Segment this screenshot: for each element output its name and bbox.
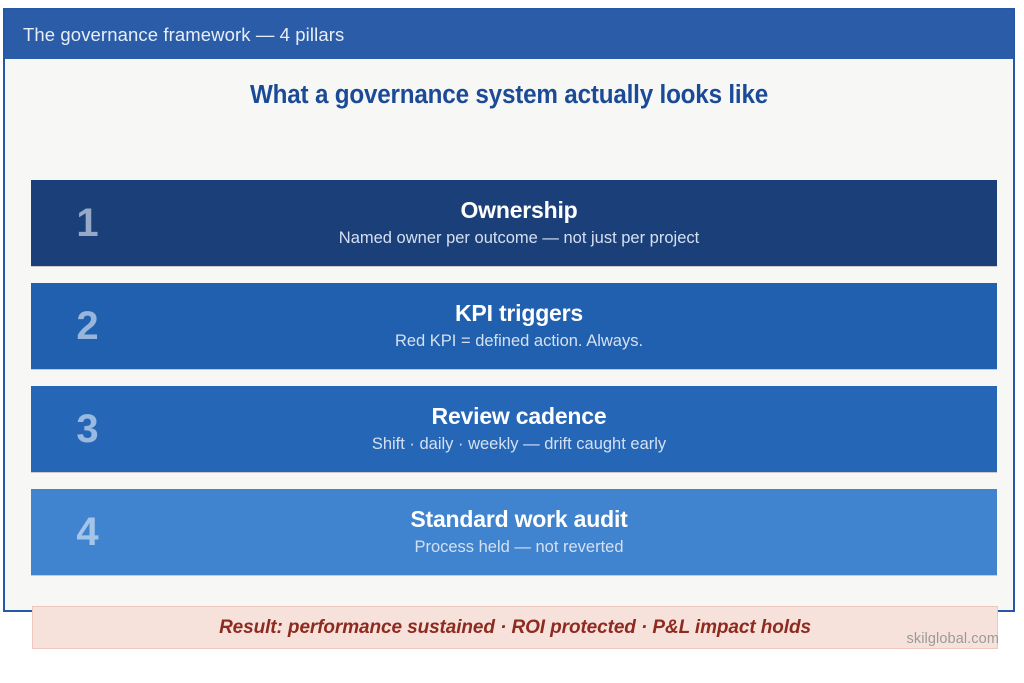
pillar-title-4: Standard work audit (410, 506, 628, 533)
slide-header-bar: The governance framework — 4 pillars (5, 10, 1013, 59)
result-banner: Result: performance sustained · ROI prot… (32, 606, 998, 649)
result-banner-text: Result: performance sustained · ROI prot… (219, 616, 811, 638)
pillar-text-1: Ownership Named owner per outcome — not … (31, 197, 997, 249)
slide-body: What a governance system actually looks … (5, 59, 1013, 649)
pillar-subtitle-2: Red KPI = defined action. Always. (394, 331, 644, 350)
pillar-number-1: 1 (76, 200, 98, 245)
pillar-subtitle-1: Named owner per outcome — not just per p… (338, 228, 700, 247)
pillar-subtitle-4: Process held — not reverted (414, 537, 624, 556)
pillar-text-3: Review cadence Shift · daily · weekly — … (31, 403, 997, 455)
pillar-subtitle-3: Shift · daily · weekly — drift caught ea… (371, 434, 667, 453)
pillar-text-2: KPI triggers Red KPI = defined action. A… (31, 300, 997, 352)
pillar-row-1: 1 Ownership Named owner per outcome — no… (31, 180, 997, 266)
pillar-title-1: Ownership (460, 197, 578, 224)
pillar-list: 1 Ownership Named owner per outcome — no… (31, 180, 997, 592)
pillar-row-4: 4 Standard work audit Process held — not… (31, 489, 997, 575)
pillar-text-4: Standard work audit Process held — not r… (31, 506, 997, 558)
pillar-row-2: 2 KPI triggers Red KPI = defined action.… (31, 283, 997, 369)
slide-frame: The governance framework — 4 pillars Wha… (3, 8, 1015, 649)
slide-header-title: The governance framework — 4 pillars (23, 23, 345, 45)
watermark-label: skilglobal.com (906, 631, 999, 647)
page-title: What a governance system actually looks … (249, 81, 769, 109)
pillar-row-3: 3 Review cadence Shift · daily · weekly … (31, 386, 997, 472)
pillar-title-2: KPI triggers (455, 300, 583, 327)
pillar-number-2: 2 (76, 303, 98, 348)
pillar-title-3: Review cadence (431, 403, 607, 430)
pillar-number-4: 4 (76, 509, 98, 554)
pillar-number-3: 3 (76, 406, 98, 451)
